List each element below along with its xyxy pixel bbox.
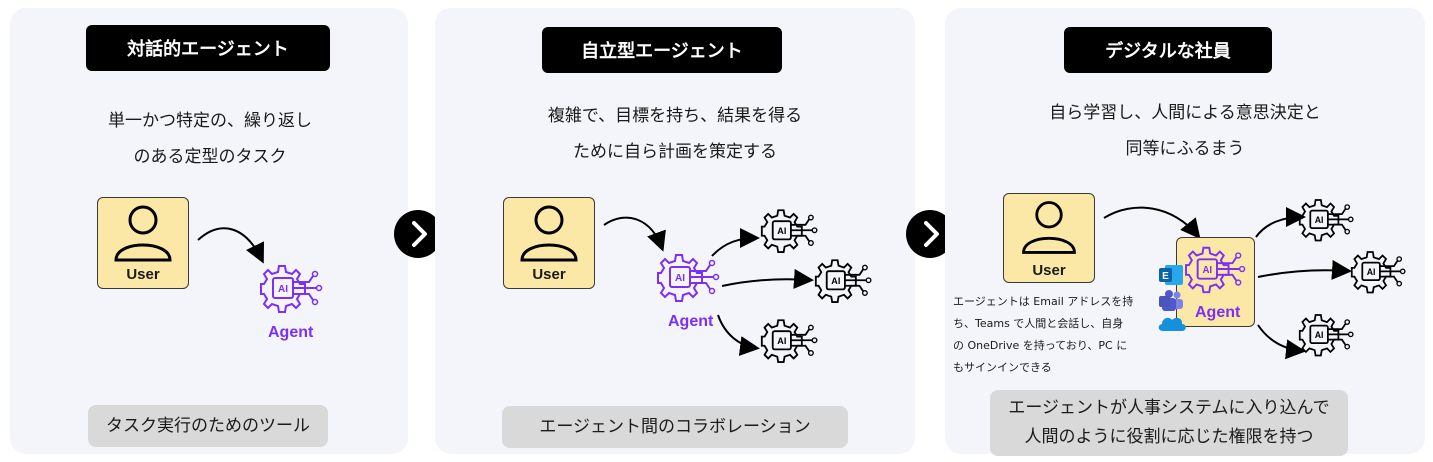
- panel-footer: エージェントが人事システムに入り込んで 人間のように役割に応じた権限を持つ: [990, 390, 1348, 456]
- subagent-gear-icon: AI: [1350, 251, 1406, 294]
- user-to-agent-arrow: [603, 216, 666, 252]
- chip-label: AI: [1202, 265, 1212, 276]
- panel-footer: タスク実行のためのツール: [88, 405, 328, 447]
- chip-label: AI: [777, 226, 786, 236]
- onedrive-icon: [1158, 317, 1186, 331]
- note-line: の OneDrive を持っており、PC に: [953, 339, 1128, 352]
- description-line: のある定型のタスク: [133, 147, 287, 167]
- user-icon: [114, 205, 172, 262]
- user-box: User: [503, 197, 595, 289]
- subagent-gear-icon: AI: [760, 319, 818, 363]
- subagent-gear-icon: AI: [1298, 199, 1354, 242]
- footer-line: 人間のように役割に応じた権限を持つ: [1024, 427, 1314, 447]
- chevron-right-icon: [924, 221, 939, 247]
- chip-label: AI: [278, 284, 288, 295]
- agent-label: Agent: [1195, 304, 1241, 321]
- description-line: 複雑で、目標を持ち、結果を得る: [547, 106, 803, 126]
- subagent-gear-icon: AI: [1298, 314, 1354, 357]
- user-to-agent-arrow: [197, 227, 264, 264]
- chip-label: AI: [1315, 330, 1324, 340]
- user-icon: [520, 205, 578, 262]
- chip-label: AI: [1367, 267, 1376, 277]
- user-label: User: [1032, 262, 1066, 279]
- teams-icon: [1159, 290, 1183, 311]
- panel-conversational-agent: [10, 8, 408, 454]
- description-line: 自ら学習し、人間による意思決定と: [1049, 103, 1321, 123]
- next-chevron-button: [394, 210, 442, 258]
- exchange-letter: E: [1162, 271, 1169, 282]
- panel-title: 自立型エージェント: [542, 27, 782, 73]
- panel-footer: エージェント間のコラボレーション: [502, 406, 848, 448]
- user-icon: [1022, 201, 1076, 254]
- user-label: User: [532, 266, 566, 283]
- subagent-gear-icon: AI: [760, 209, 818, 253]
- note-line: もサインインできる: [953, 361, 1052, 374]
- chip-label: AI: [777, 336, 786, 346]
- agent-label: Agent: [268, 324, 314, 341]
- description-line: ために自ら計画を策定する: [573, 142, 777, 162]
- agent-to-subagents-arrows: [1255, 207, 1352, 360]
- agent-box: AI Agent: [1176, 237, 1255, 327]
- subagent-gear-icon: AI: [814, 259, 872, 303]
- panel-title: デジタルな社員: [1064, 27, 1272, 73]
- agent-label: Agent: [668, 313, 714, 330]
- agent-to-subagents-arrows: [711, 228, 814, 356]
- exchange-icon: E: [1159, 265, 1183, 285]
- ai-gear-icon: AI: [657, 254, 720, 302]
- description-line: 同等にふるまう: [1125, 139, 1245, 159]
- chip-label: AI: [831, 276, 840, 286]
- panel-description: 複雑で、目標を持ち、結果を得る ために自ら計画を策定する: [440, 98, 910, 170]
- user-box: User: [97, 197, 189, 289]
- user-box: User: [1003, 193, 1095, 283]
- panel-description: 単一かつ特定の、繰り返し のある定型のタスク: [20, 103, 400, 175]
- user-label: User: [126, 266, 160, 283]
- footer-line: エージェントが人事システムに入り込んで: [1008, 398, 1330, 418]
- chip-label: AI: [675, 273, 685, 284]
- panel-description: 自ら学習し、人間による意思決定と 同等にふるまう: [950, 95, 1420, 167]
- user-to-agent-arrow: [1103, 206, 1201, 240]
- chip-label: AI: [1315, 215, 1324, 225]
- panel-title: 対話的エージェント: [86, 25, 330, 71]
- note-line: エージェントは Email アドレスを持: [953, 295, 1134, 308]
- ai-gear-icon: AI: [1185, 246, 1246, 294]
- ai-gear-icon: AI: [260, 265, 323, 313]
- description-line: 単一かつ特定の、繰り返し: [108, 111, 312, 131]
- agent-capability-note: エージェントは Email アドレスを持 ち、Teams で人間と会話し、自身 …: [953, 291, 1163, 379]
- chevron-right-icon: [412, 221, 427, 247]
- note-line: ち、Teams で人間と会話し、自身: [953, 317, 1124, 330]
